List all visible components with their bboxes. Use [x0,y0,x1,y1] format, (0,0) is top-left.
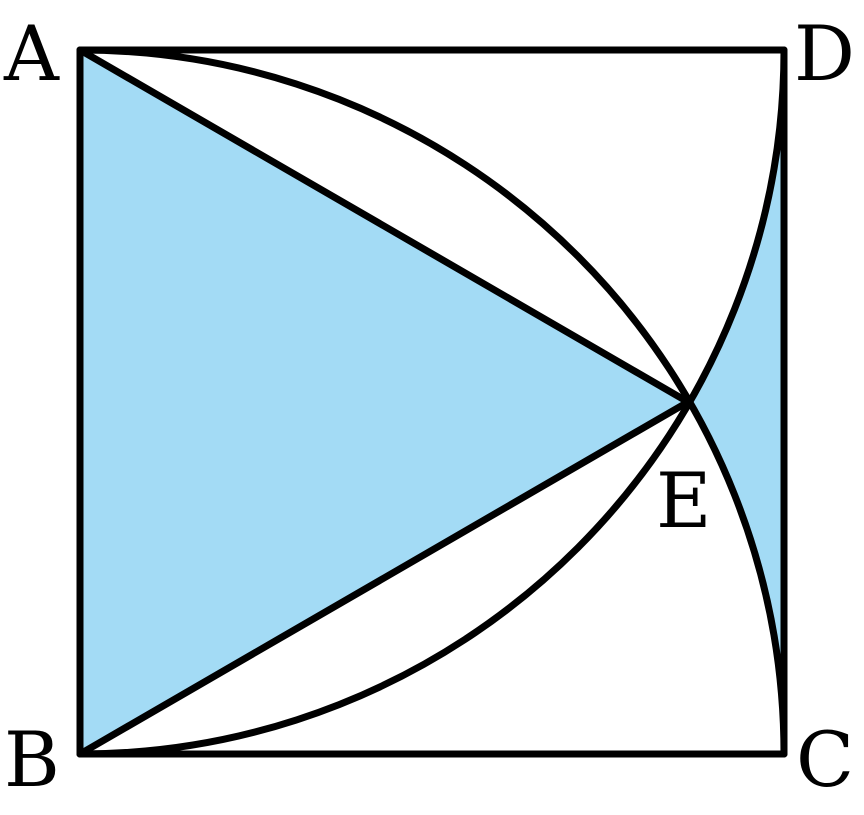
vertex-label-b: B [4,715,60,804]
vertex-label-e: E [656,456,711,545]
arc-centered-c [76,46,788,758]
arc-centered-d [76,46,788,758]
segment-be [76,398,692,758]
square-abcd [76,46,788,758]
segment-ae [76,46,692,406]
vertex-label-c: C [796,715,854,804]
shaded-curved-region-dec [688,50,784,754]
shaded-triangle-abe [80,50,688,754]
vertex-label-d: D [794,9,855,98]
vertex-label-a: A [3,9,60,98]
